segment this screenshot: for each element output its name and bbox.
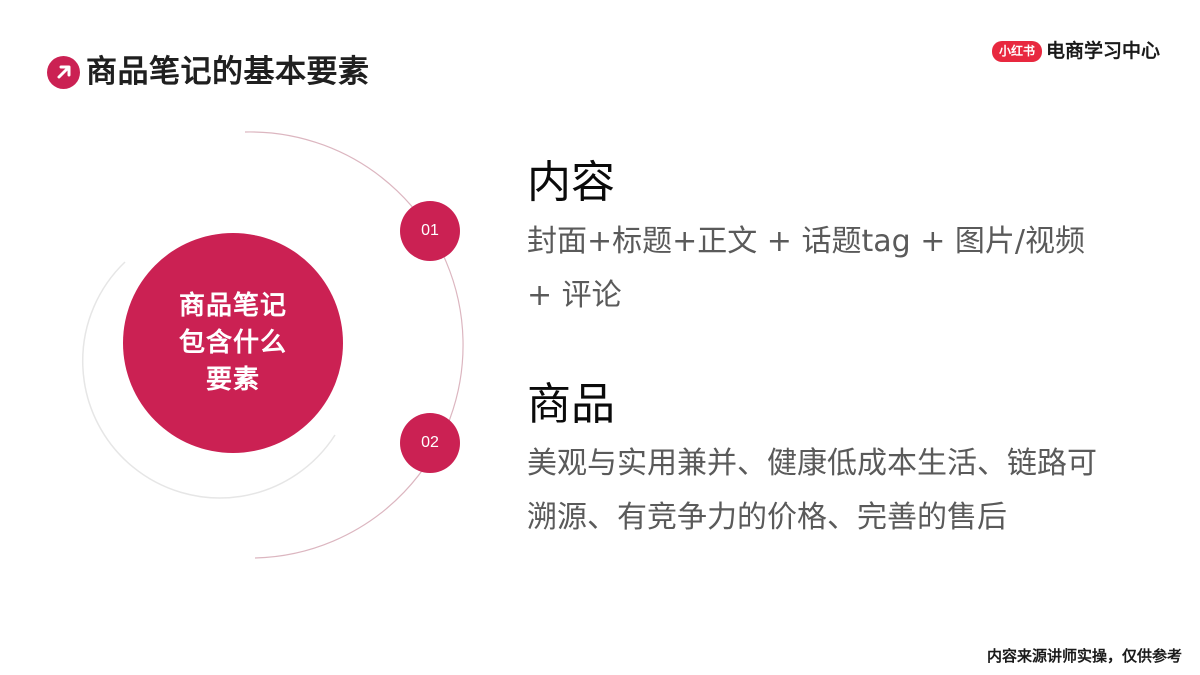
page-header: 商品笔记的基本要素 [47, 52, 370, 92]
section-heading: 内容 [527, 157, 615, 208]
footer-note: 内容来源讲师实操，仅供参考 [986, 647, 1182, 665]
center-text-line: 要素 [205, 364, 260, 395]
section-body: 封面+标题+正文 + 话题tag + 图片/视频 + 评论 [527, 224, 1085, 313]
badge-02: 02 [400, 413, 460, 473]
brand: 小红书 电商学习中心 [991, 38, 1160, 64]
center-text-line: 商品笔记 [178, 290, 287, 321]
center-text-line: 包含什么 [178, 327, 287, 358]
section-content: 内容 封面+标题+正文 + 话题tag + 图片/视频 + 评论 [527, 155, 1187, 323]
diagram-arcs [82, 131, 464, 559]
section-heading: 商品 [527, 379, 615, 430]
arrow-up-right-icon [47, 55, 80, 89]
diagram: 商品笔记 包含什么 要素 01 02 [0, 0, 520, 675]
page-title: 商品笔记的基本要素 [86, 54, 370, 90]
section-body: 美观与实用兼并、健康低成本生活、链路可 溯源、有竞争力的价格、完善的售后 [527, 446, 1097, 535]
brand-logo: 小红书 [991, 40, 1042, 62]
badge-01: 01 [400, 201, 460, 261]
center-circle: 商品笔记 包含什么 要素 [123, 233, 343, 453]
brand-text: 电商学习中心 [1045, 40, 1160, 62]
section-product: 商品 美观与实用兼并、健康低成本生活、链路可 溯源、有竞争力的价格、完善的售后 [527, 377, 1187, 545]
